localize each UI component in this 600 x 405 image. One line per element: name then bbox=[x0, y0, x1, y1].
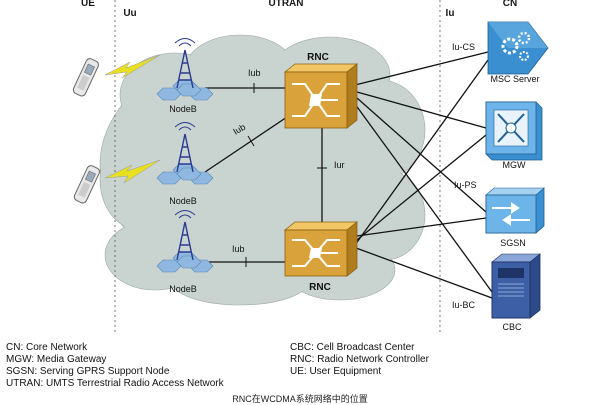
legend-item: RNC: Radio Network Controller bbox=[290, 354, 429, 365]
iub-bottom-label: Iub bbox=[232, 244, 245, 254]
link-rnc-bottom-cbc bbox=[355, 247, 493, 299]
legend-item: CN: Core Network bbox=[6, 342, 88, 353]
legend-right: CBC: Cell Broadcast Center RNC: Radio Ne… bbox=[290, 342, 429, 378]
radio-link-bolt-icon bbox=[104, 54, 161, 79]
link-rnc-top-mgw bbox=[356, 91, 487, 129]
gateway-icon bbox=[485, 101, 543, 161]
legend-item: MGW: Media Gateway bbox=[6, 354, 107, 365]
gears-switch-icon bbox=[487, 21, 549, 75]
link-nodeb-mid-rnc-top bbox=[204, 114, 291, 173]
iur-label: Iur bbox=[334, 160, 345, 170]
zone-label-uu: Uu bbox=[123, 8, 136, 19]
rnc-top-label: RNC bbox=[307, 52, 329, 63]
iu-ps-label: Iu-PS bbox=[454, 180, 477, 190]
mobile-phone-icon bbox=[72, 58, 99, 97]
link-rnc-bottom-sgsn bbox=[356, 217, 487, 237]
zone-label-utran: UTRAN bbox=[269, 0, 304, 9]
link-rnc-top-cbc bbox=[354, 103, 493, 293]
legend-item: UTRAN: UMTS Terrestrial Radio Access Net… bbox=[6, 378, 224, 389]
rnc-router-icon bbox=[283, 221, 359, 277]
antenna-tower-icon bbox=[156, 122, 214, 185]
legend-left: CN: Core Network MGW: Media Gateway SGSN… bbox=[6, 342, 224, 390]
link-rnc-bottom-mgw bbox=[356, 134, 487, 241]
link-rnc-bottom-msc bbox=[354, 59, 489, 246]
figure-caption: RNC在WCDMA系统网络中的位置 bbox=[232, 394, 368, 404]
zone-label-iu: Iu bbox=[446, 8, 455, 19]
mobile-phone-icon bbox=[73, 165, 100, 204]
link-rnc-top-msc bbox=[354, 51, 489, 86]
iu-bc-label: Iu-BC bbox=[452, 300, 476, 310]
zone-label-ue: UE bbox=[81, 0, 95, 9]
rnc-router-icon bbox=[283, 63, 359, 129]
cbc-label: CBC bbox=[502, 322, 522, 332]
rnc-bottom-label: RNC bbox=[309, 282, 331, 293]
zone-label-cn: CN bbox=[503, 0, 517, 9]
connection-lines bbox=[204, 51, 493, 299]
packet-switch-icon bbox=[485, 187, 545, 234]
nodeb-top-label: NodeB bbox=[169, 104, 197, 114]
radio-link-bolt-icon bbox=[104, 159, 161, 184]
nodeb-mid-label: NodeB bbox=[169, 196, 197, 206]
iu-cs-label: Iu-CS bbox=[452, 42, 475, 52]
sgsn-label: SGSN bbox=[500, 238, 526, 248]
legend-item: SGSN: Serving GPRS Support Node bbox=[6, 366, 170, 377]
link-rnc-top-sgsn bbox=[356, 97, 487, 213]
antenna-tower-icon bbox=[156, 210, 214, 273]
nodeb-bottom-label: NodeB bbox=[169, 284, 197, 294]
legend-item: CBC: Cell Broadcast Center bbox=[290, 342, 415, 353]
iub-top-label: Iub bbox=[248, 68, 261, 78]
legend-item: UE: User Equipment bbox=[290, 366, 382, 377]
server-tower-icon bbox=[491, 253, 541, 319]
antenna-tower-icon bbox=[156, 38, 214, 101]
mgw-label: MGW bbox=[503, 160, 526, 170]
msc-label: MSC Server bbox=[490, 74, 539, 84]
